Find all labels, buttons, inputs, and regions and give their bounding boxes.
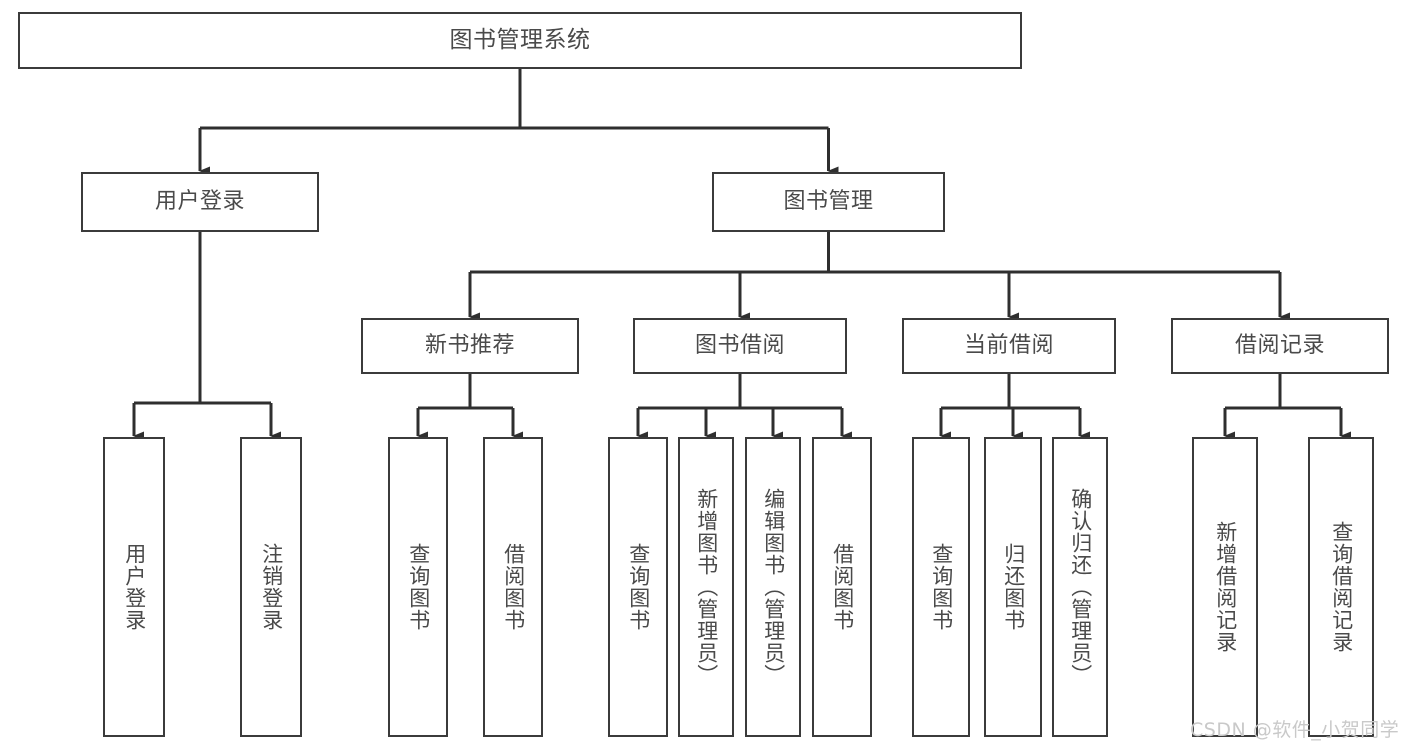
node-label: 查询图书	[929, 543, 954, 631]
node-leaf-新增图书管理员[interactable]: 新增图书（管理员）	[678, 437, 734, 737]
node-level2-用户登录[interactable]: 用户登录	[81, 172, 319, 232]
node-label: 用户登录	[122, 543, 147, 631]
node-leaf-注销登录[interactable]: 注销登录	[240, 437, 302, 737]
node-leaf-查询图书[interactable]: 查询图书	[912, 437, 970, 737]
node-label: 当前借阅	[963, 332, 1054, 358]
node-leaf-查询借阅记录[interactable]: 查询借阅记录	[1308, 437, 1374, 737]
node-root-图书管理系统[interactable]: 图书管理系统	[18, 12, 1022, 69]
node-label: 用户登录	[154, 188, 245, 214]
node-level3-新书推荐[interactable]: 新书推荐	[361, 318, 579, 374]
node-leaf-查询图书[interactable]: 查询图书	[608, 437, 668, 737]
node-leaf-查询图书[interactable]: 查询图书	[388, 437, 448, 737]
node-label: 查询借阅记录	[1329, 521, 1354, 653]
csdn-watermark: CSDN @软件_小贺同学	[1190, 719, 1400, 741]
node-label: 查询图书	[626, 543, 651, 631]
node-label: 确认归还（管理员）	[1068, 488, 1093, 686]
node-label: 归还图书	[1001, 543, 1026, 631]
node-leaf-用户登录[interactable]: 用户登录	[103, 437, 165, 737]
connector-group	[132, 69, 1351, 441]
node-level3-图书借阅[interactable]: 图书借阅	[633, 318, 847, 374]
node-label: 新增借阅记录	[1213, 521, 1238, 653]
node-level3-借阅记录[interactable]: 借阅记录	[1171, 318, 1389, 374]
node-level3-当前借阅[interactable]: 当前借阅	[902, 318, 1116, 374]
node-label: 新增图书（管理员）	[694, 488, 719, 686]
node-leaf-新增借阅记录[interactable]: 新增借阅记录	[1192, 437, 1258, 737]
node-level2-图书管理[interactable]: 图书管理	[712, 172, 945, 232]
node-label: 查询图书	[406, 543, 431, 631]
node-label: 图书管理系统	[449, 26, 591, 53]
node-label: 图书管理	[783, 188, 874, 214]
node-label: 注销登录	[259, 543, 284, 631]
node-label: 借阅图书	[501, 543, 526, 631]
node-label: 编辑图书（管理员）	[761, 488, 786, 686]
node-leaf-归还图书[interactable]: 归还图书	[984, 437, 1042, 737]
node-label: 借阅图书	[830, 543, 855, 631]
node-leaf-编辑图书管理员[interactable]: 编辑图书（管理员）	[745, 437, 801, 737]
node-label: 新书推荐	[424, 332, 515, 358]
node-leaf-借阅图书[interactable]: 借阅图书	[812, 437, 872, 737]
node-leaf-确认归还管理员[interactable]: 确认归还（管理员）	[1052, 437, 1108, 737]
node-label: 借阅记录	[1234, 332, 1325, 358]
node-label: 图书借阅	[694, 332, 785, 358]
node-leaf-借阅图书[interactable]: 借阅图书	[483, 437, 543, 737]
